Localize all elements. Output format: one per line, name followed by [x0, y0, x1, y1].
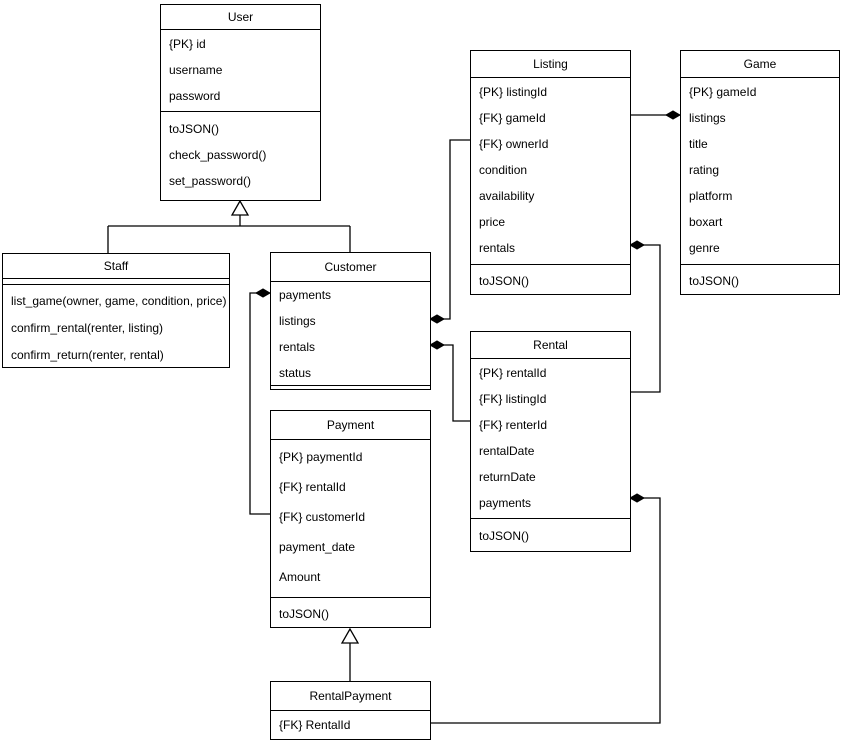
composition-diamond-icon	[664, 110, 682, 120]
attribute-row: username	[169, 63, 223, 77]
class-box-rental[interactable]: Rental {PK} rentalId {FK} listingId {FK}…	[470, 331, 631, 552]
attribute-row: {FK} renterId	[479, 418, 548, 432]
method-row: confirm_rental(renter, listing)	[11, 320, 164, 335]
composition-diamond-icon	[254, 288, 272, 298]
attribute-row: boxart	[689, 215, 723, 229]
methods-section: toJSON()	[681, 264, 839, 294]
attribute-row: {FK} listingId	[479, 392, 547, 406]
method-row: toJSON()	[479, 274, 530, 288]
attribute-row: Amount	[279, 570, 321, 584]
methods-section: toJSON() check_password() set_password()	[161, 111, 320, 194]
inheritance-edge-rentalpayment-payment[interactable]	[340, 627, 360, 681]
attributes-section: {PK} id username password	[161, 29, 320, 111]
method-row: toJSON()	[279, 607, 330, 621]
attribute-row: rating	[689, 163, 720, 177]
attribute-row: {PK} gameId	[689, 85, 757, 99]
class-box-listing[interactable]: Listing {PK} listingId {FK} gameId {FK} …	[470, 50, 631, 295]
method-row: toJSON()	[169, 122, 220, 136]
attribute-row: {FK} customerId	[279, 510, 366, 524]
attribute-row: payments	[479, 496, 532, 510]
attribute-row: rentals	[279, 340, 316, 354]
composition-edge-customer-rental[interactable]	[428, 340, 470, 422]
class-name: Customer	[324, 260, 377, 274]
composition-diamond-icon	[428, 314, 446, 324]
inheritance-edge-staff-customer-user[interactable]	[107, 199, 351, 253]
attribute-row: password	[169, 89, 221, 103]
class-name: Listing	[533, 57, 568, 71]
attribute-row: payments	[279, 288, 332, 302]
class-name: Game	[743, 57, 777, 71]
composition-edge-listing-rental[interactable]	[628, 240, 661, 393]
attribute-row: platform	[689, 189, 733, 203]
attribute-row: status	[279, 366, 312, 380]
attributes-section: {PK} rentalId {FK} listingId {FK} renter…	[471, 358, 630, 518]
method-row: set_password()	[169, 174, 252, 188]
composition-edge-customer-listing[interactable]	[428, 139, 470, 324]
class-box-rentalpayment[interactable]: RentalPayment {FK} RentalId	[270, 681, 431, 740]
composition-edge-game-listing[interactable]	[630, 110, 682, 120]
attribute-row: returnDate	[479, 470, 536, 484]
method-row: toJSON()	[689, 274, 740, 288]
attributes-section: {PK} listingId {FK} gameId {FK} ownerId …	[471, 77, 630, 264]
attribute-row: {FK} rentalId	[279, 480, 346, 494]
methods-section: toJSON()	[471, 264, 630, 294]
attribute-row: price	[479, 215, 506, 229]
attributes-section: {PK} gameId listings title rating platfo…	[681, 77, 839, 264]
attribute-row: {PK} rentalId	[479, 366, 547, 380]
attribute-row: {PK} id	[169, 37, 206, 51]
attribute-row: listings	[689, 111, 726, 125]
class-name: User	[227, 10, 254, 24]
attribute-row: {PK} listingId	[479, 85, 548, 99]
attribute-row: payment_date	[279, 540, 356, 554]
attribute-row: rentals	[479, 241, 516, 255]
composition-diamond-icon	[628, 493, 646, 503]
method-row: toJSON()	[479, 529, 530, 543]
class-name: RentalPayment	[309, 689, 392, 703]
inheritance-triangle-icon	[230, 199, 250, 216]
class-box-payment[interactable]: Payment {PK} paymentId {FK} rentalId {FK…	[270, 410, 431, 628]
methods-section: list_game(owner, game, condition, price)…	[3, 284, 229, 368]
attribute-row: genre	[689, 241, 720, 255]
attribute-row: {FK} ownerId	[479, 137, 549, 151]
attributes-section: {FK} RentalId	[271, 710, 430, 738]
class-box-staff[interactable]: Staff list_game(owner, game, condition, …	[2, 253, 230, 368]
attribute-row: {FK} RentalId	[279, 718, 351, 732]
class-name: Rental	[533, 338, 568, 352]
class-box-user[interactable]: User {PK} id username password toJSON() …	[160, 4, 321, 201]
attribute-row: listings	[279, 314, 316, 328]
method-row: check_password()	[169, 148, 267, 162]
methods-section: toJSON()	[471, 518, 630, 549]
methods-section	[271, 385, 430, 386]
method-row: confirm_return(renter, rental)	[11, 347, 164, 362]
attributes-section	[3, 278, 229, 284]
attributes-section: {PK} paymentId {FK} rentalId {FK} custom…	[271, 439, 430, 597]
method-row: list_game(owner, game, condition, price)	[11, 293, 227, 308]
composition-diamond-icon	[628, 240, 646, 250]
composition-edge-customer-payment[interactable]	[249, 288, 272, 515]
attribute-row: condition	[479, 163, 528, 177]
class-name: Staff	[103, 259, 129, 273]
composition-diamond-icon	[428, 340, 446, 350]
attribute-row: rentalDate	[479, 444, 535, 458]
class-box-game[interactable]: Game {PK} gameId listings title rating p…	[680, 50, 840, 295]
class-name: Payment	[326, 418, 375, 432]
class-box-customer[interactable]: Customer payments listings rentals statu…	[270, 252, 431, 390]
attribute-row: {FK} gameId	[479, 111, 546, 125]
composition-edge-rental-rentalpayment[interactable]	[430, 493, 661, 724]
attributes-section: payments listings rentals status	[271, 281, 430, 385]
attribute-row: availability	[479, 189, 535, 203]
inheritance-triangle-icon	[340, 627, 360, 644]
attribute-row: {PK} paymentId	[279, 450, 363, 464]
attribute-row: title	[689, 137, 708, 151]
methods-section: toJSON()	[271, 597, 430, 627]
